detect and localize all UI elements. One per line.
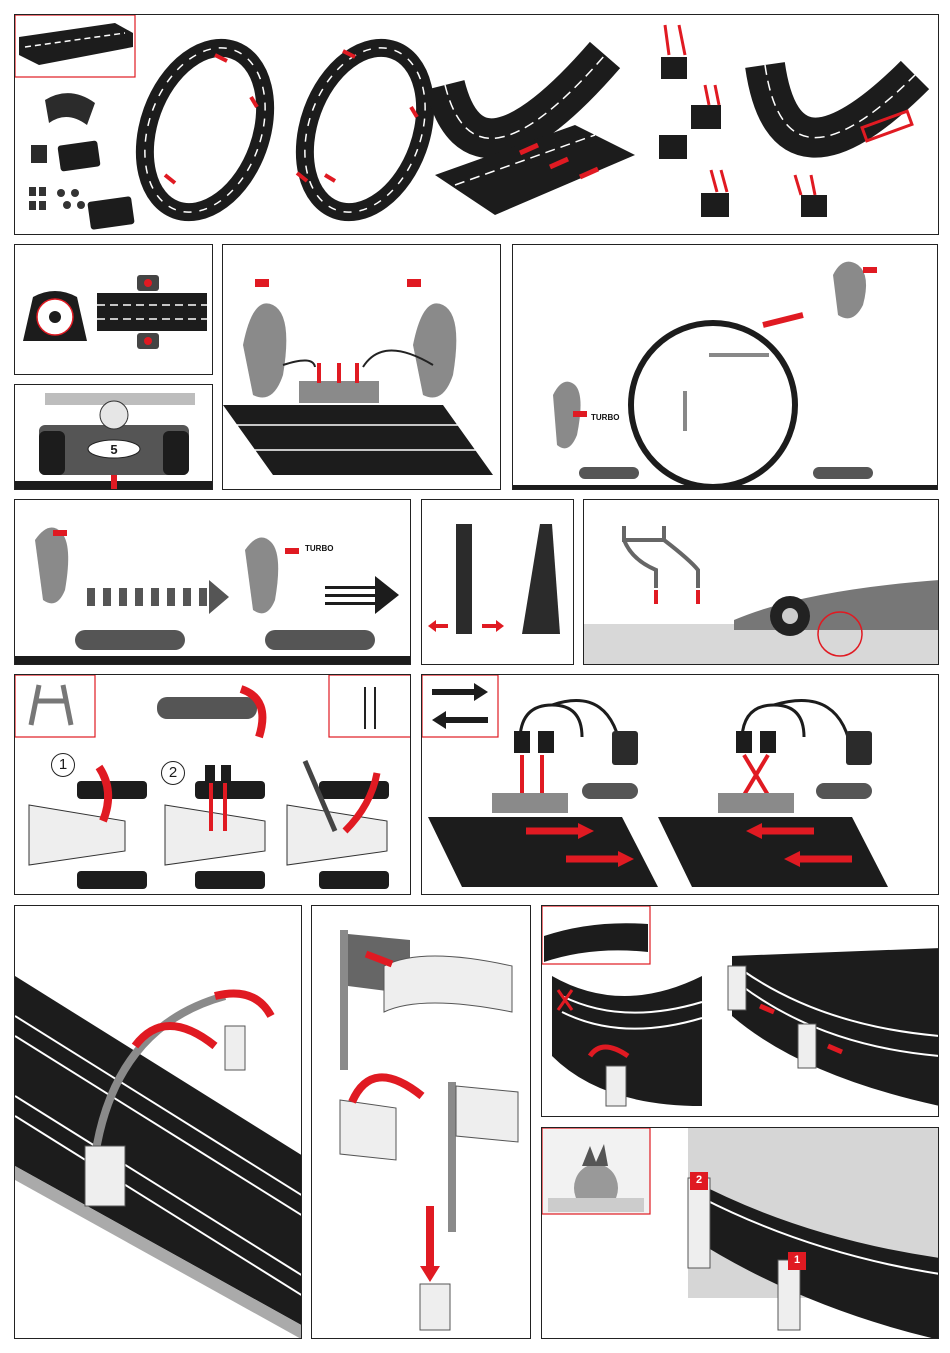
panel-track-assembly [14,14,939,235]
step-number-1: 1 [51,753,75,777]
track-terminal-icon [492,793,568,813]
flag-pole-icon [340,930,348,1070]
track-support-icon-3 [798,1024,816,1068]
loop-turbo-illustration [513,245,938,490]
race-car-icon [157,697,257,719]
track-support-icon-4 [688,1178,710,1268]
power-supply-icon [612,731,638,765]
inset-frame-keel [15,675,95,737]
hand-controller-right-icon [413,303,456,397]
step-number-2: 2 [161,761,185,785]
inset-frame-tool [329,675,411,737]
curve-track-icon-2 [732,948,939,1106]
track-straight-icon [97,293,207,331]
flag-banner-icon [384,956,512,1012]
race-car-icon-2 [813,467,873,479]
panel-turbo-speed: TURBO [14,499,411,665]
speed-arrow-icon [87,580,229,614]
curve-piece-icon [45,93,95,125]
race-car-icon-2 [265,630,375,650]
track-straight-icon [223,405,493,475]
turbo-arrow-icon [325,576,399,614]
direction-switch-illustration [422,675,939,895]
panel-braids [421,499,574,665]
track-terminal-icon [299,381,379,403]
panel-lap-counter [14,244,213,375]
red-arrow-icon [763,315,803,325]
turbo-label-1: TURBO [591,413,619,422]
turbo-label-2: TURBO [305,544,333,553]
connector-icon [31,145,47,163]
arch-bridge-illustration [15,906,302,1339]
car-number: 5 [110,442,117,457]
scenery-step-1: 1 [794,1254,800,1266]
guide-keel-illustration [584,500,939,665]
hand-controller-icon [833,262,866,319]
panel-loop-turbo: TURBO [512,244,938,490]
track-support-icon-2 [728,966,746,1010]
guide-keel-icon [624,526,664,540]
lap-counter-illustration [15,245,213,375]
braid-spread-icon [522,524,560,634]
panel-arch-bridge [14,905,302,1339]
track-support-icon [606,1066,626,1106]
race-car-icon [579,467,639,479]
track-support-icon [85,1146,125,1206]
scenery-step-2: 2 [696,1174,702,1186]
curve-join-icon [435,55,635,215]
clip-plate-icon [57,140,100,171]
pins-icon [29,187,85,210]
track-terminal-icon-2 [718,793,794,813]
scenery-illustration [542,1128,939,1339]
curve-final-icon [765,65,915,217]
flag-icon-2 [456,1086,518,1142]
inset-frame-direction [422,675,498,737]
track-supports-illustration [542,906,939,1117]
flag-stand-icon [420,1284,450,1330]
chassis-step-1 [29,767,147,889]
panel-driver-car: 5 [14,384,213,490]
track-support-icon-5 [778,1260,800,1330]
driver-car-illustration: 5 [15,385,213,490]
track-assembly-illustration [15,15,939,235]
panel-controller-connection [222,244,501,490]
keel-replace-illustration [15,675,411,895]
curve-track-icon [552,976,702,1106]
braid-icon [456,524,472,634]
panel-track-supports [541,905,939,1117]
turbo-speed-illustration [15,500,411,665]
hand-controller-left-icon [243,303,286,397]
chassis-step-3 [287,761,389,889]
power-supply-icon-2 [846,731,872,765]
panel-flags [311,905,531,1339]
connector-exploded-icon [659,25,729,217]
race-car-side-icon [734,580,939,630]
panel-guide-keel [583,499,939,665]
controller-connection-illustration [223,245,501,490]
chassis-step-2 [165,765,265,889]
race-car-icon [75,630,185,650]
race-car-icon-2 [816,783,872,799]
hand-controller-icon [35,528,68,604]
panel-scenery: 2 1 [541,1127,939,1339]
flag-icon [340,1100,396,1160]
loop-track-2-icon [283,31,446,229]
driver-icon [100,401,128,429]
clip-plate-icon-2 [87,196,134,230]
loop-track-1-icon [123,31,286,229]
braids-illustration [422,500,574,665]
flags-illustration [312,906,531,1339]
panel-keel-replace: 1 2 [14,674,411,895]
loop-icon [631,323,795,487]
race-car-icon [582,783,638,799]
hand-controller-turbo-icon [245,538,278,614]
panel-direction-switch [421,674,939,895]
